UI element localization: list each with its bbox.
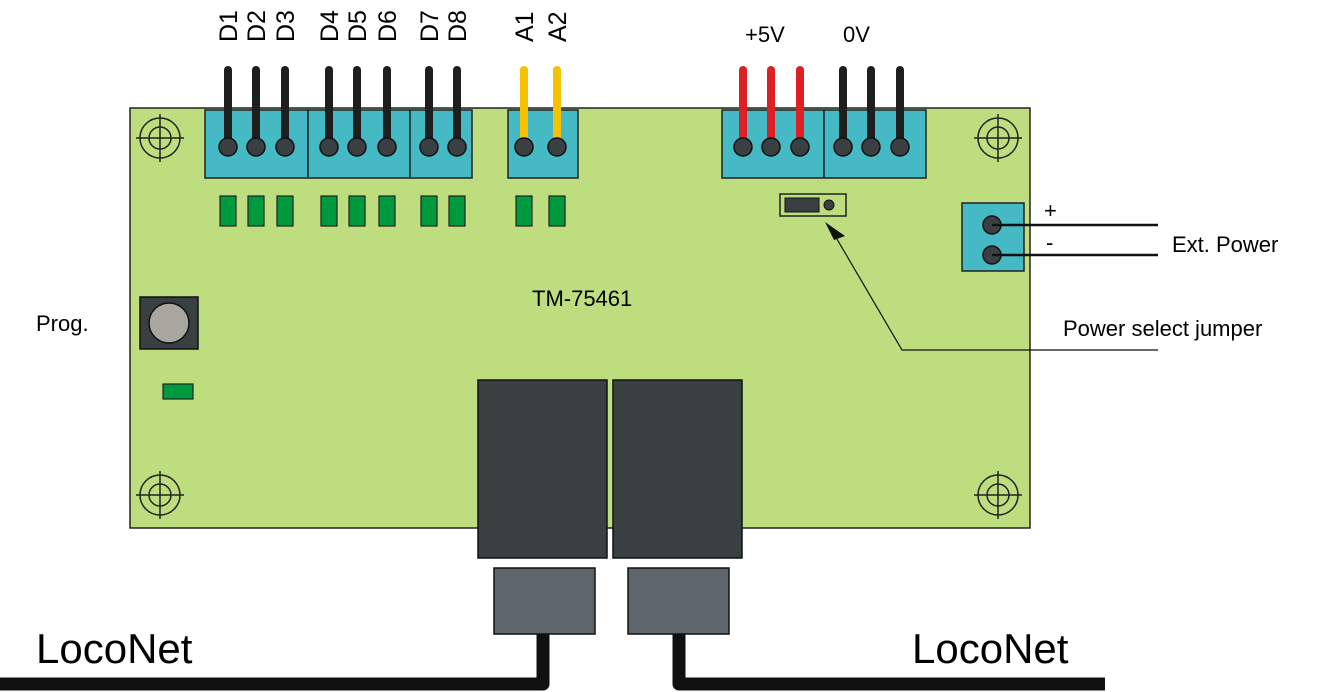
label-a1: A1 [511,11,539,42]
loconet-plug-left [493,567,596,635]
board-model-label: TM-75461 [532,286,632,311]
arrow-head-icon [825,222,845,240]
label-d4: D4 [316,10,344,42]
mounting-hole-top-left [136,114,184,162]
loconet-cable-right [672,634,1105,691]
prog-led [162,383,194,400]
loconet-label-right: LocoNet [912,625,1069,672]
jumper-pointer [825,222,1158,351]
terminal-wires [224,66,904,149]
ext-power-leads [992,223,1158,257]
loconet-plug-right [627,567,730,635]
status-leds [162,195,566,400]
loconet-jack-left [477,379,608,559]
loconet-cable-left [0,634,550,691]
label-d7: D7 [416,10,444,42]
zero-v-wires [839,66,904,149]
label-d6: D6 [374,10,402,42]
label-plus5v: +5V [745,22,785,47]
analog-terminal-labels: A1 A2 [511,11,572,42]
power-select-jumper-label: Power select jumper [1063,316,1262,341]
label-d2: D2 [243,10,271,42]
analog-wires [520,66,561,149]
plus5v-wires [739,66,804,149]
digital-wires [224,66,461,149]
label-d1: D1 [215,10,243,42]
mounting-hole-top-right [974,114,1022,162]
label-d8: D8 [444,10,472,42]
mounting-hole-bottom-left [136,471,184,519]
ext-power-plus-sign: + [1044,198,1057,223]
label-d5: D5 [344,10,372,42]
label-a2: A2 [544,11,572,42]
loconet-connectors [477,379,743,635]
loconet-jack-right [612,379,743,559]
loconet-cables [0,634,1105,691]
prog-button [139,296,199,350]
ext-power-minus-sign: - [1046,230,1053,255]
power-select-jumper [779,193,847,217]
mounting-hole-bottom-right [974,471,1022,519]
loconet-label-left: LocoNet [36,625,193,672]
mounting-holes [136,114,1022,519]
digital-terminal-labels: D1 D2 D3 D4 D5 D6 D7 D8 [215,10,472,42]
label-zero-v: 0V [843,22,870,47]
ext-power-label: Ext. Power [1172,232,1278,257]
prog-label: Prog. [36,311,89,336]
label-d3: D3 [272,10,300,42]
